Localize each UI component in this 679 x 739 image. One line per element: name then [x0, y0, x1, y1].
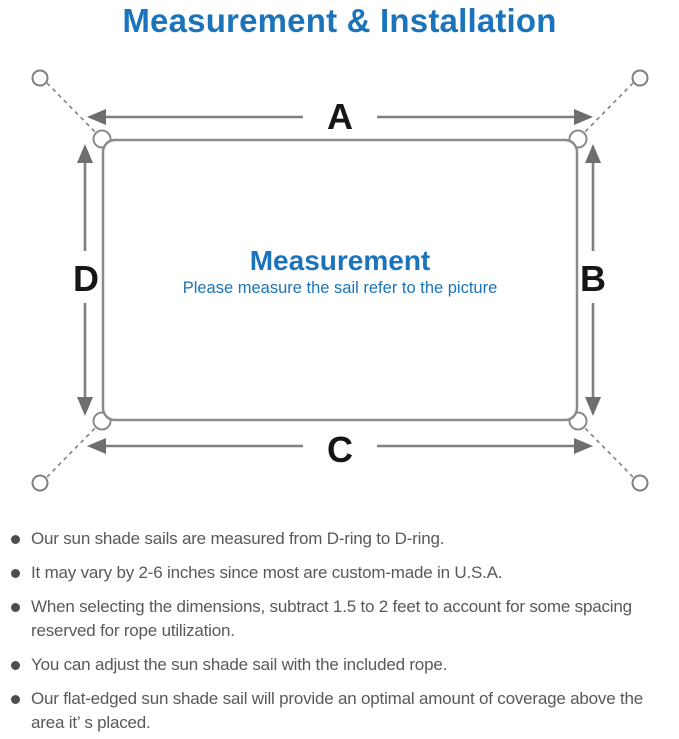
dimension-label-b: B	[580, 258, 606, 299]
arrowhead-c-left-icon	[87, 438, 106, 454]
instruction-text: It may vary by 2-6 inches since most are…	[31, 563, 503, 582]
list-item: You can adjust the sun shade sail with t…	[10, 653, 673, 677]
bullet-icon	[11, 535, 20, 544]
arrowhead-a-right-icon	[574, 109, 593, 125]
arrowhead-c-right-icon	[574, 438, 593, 454]
page-title: Measurement & Installation	[122, 2, 557, 39]
bullet-icon	[11, 661, 20, 670]
bullet-icon	[11, 569, 20, 578]
anchor-point-icon-bottom-right	[631, 474, 649, 492]
instruction-text: When selecting the dimensions, subtract …	[31, 597, 632, 640]
instructions-list: Our sun shade sails are measured from D-…	[10, 527, 673, 739]
dimension-label-d: D	[73, 258, 99, 299]
anchor-point-icon-top-right	[631, 69, 649, 87]
list-item: Our sun shade sails are measured from D-…	[10, 527, 673, 551]
anchor-point-icon-bottom-left	[31, 474, 49, 492]
instruction-text: You can adjust the sun shade sail with t…	[31, 655, 448, 674]
instruction-text: Our sun shade sails are measured from D-…	[31, 529, 445, 548]
instruction-text: Our flat-edged sun shade sail will provi…	[31, 689, 644, 732]
anchor-rope-line-bottom-left	[46, 421, 102, 478]
anchor-point-icon-top-left	[31, 69, 49, 87]
arrowhead-d-up-icon	[77, 144, 93, 163]
arrowhead-d-down-icon	[77, 397, 93, 416]
dimension-label-a: A	[327, 96, 353, 137]
diagram-center-title: Measurement	[250, 245, 431, 276]
bullet-icon	[11, 603, 20, 612]
list-item: Our flat-edged sun shade sail will provi…	[10, 687, 673, 735]
list-item: When selecting the dimensions, subtract …	[10, 595, 673, 643]
bullet-icon	[11, 695, 20, 704]
arrowhead-b-down-icon	[585, 397, 601, 416]
anchor-rope-line-top-left	[46, 82, 102, 139]
arrowhead-a-left-icon	[87, 109, 106, 125]
diagram-center-subtitle: Please measure the sail refer to the pic…	[183, 279, 498, 297]
list-item: It may vary by 2-6 inches since most are…	[10, 561, 673, 585]
sail-outline	[101, 138, 579, 422]
anchor-rope-line-bottom-right	[578, 421, 634, 478]
dimension-label-c: C	[327, 429, 353, 470]
anchor-rope-line-top-right	[578, 82, 634, 139]
arrowhead-b-up-icon	[585, 144, 601, 163]
